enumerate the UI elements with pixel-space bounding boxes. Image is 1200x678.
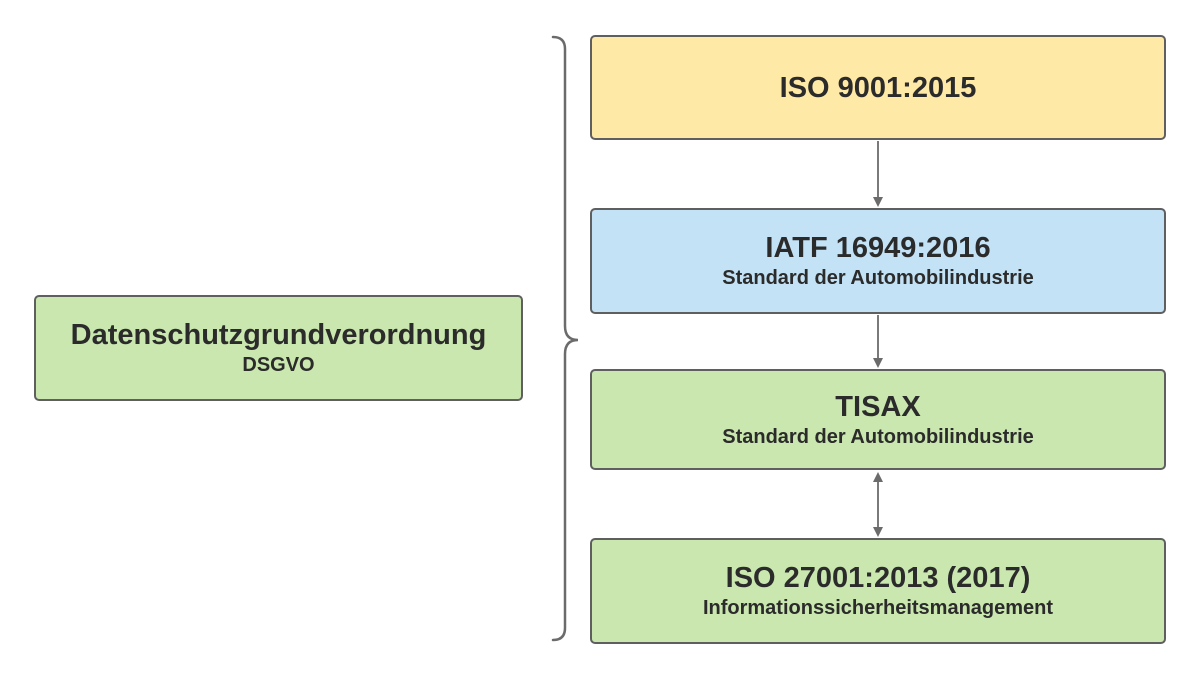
iatf-title: IATF 16949:2016 [765,232,991,264]
dsgvo-box: Datenschutzgrundverordnung DSGVO [34,295,523,401]
tisax-box: TISAX Standard der Automobilindustrie [590,369,1166,470]
iso27001-subtitle: Informationssicherheitsmanagement [702,597,1054,619]
iso9001-title: ISO 9001:2015 [779,71,977,104]
curly-brace [551,35,579,642]
dsgvo-subtitle: DSGVO [242,354,315,376]
iso9001-box: ISO 9001:2015 [590,35,1166,140]
tisax-title: TISAX [835,390,921,423]
dsgvo-title: Datenschutzgrundverordnung [70,319,487,351]
iatf-subtitle: Standard der Automobilindustrie [722,267,1034,289]
tisax-subtitle: Standard der Automobilindustrie [722,425,1034,448]
iatf-box: IATF 16949:2016 Standard der Automobilin… [590,208,1166,314]
iso27001-title: ISO 27001:2013 (2017) [725,562,1031,594]
iso27001-box: ISO 27001:2013 (2017) Informationssicher… [590,538,1166,644]
